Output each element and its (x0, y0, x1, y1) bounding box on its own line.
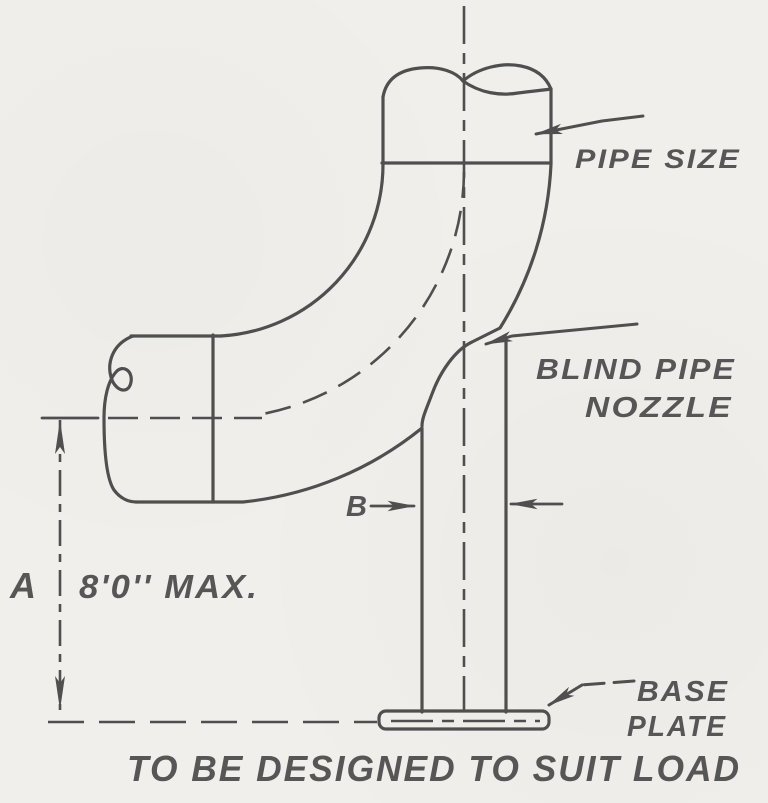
base-plate-label-line1: BASE (637, 676, 729, 708)
dimension-a-arrow-up (55, 420, 65, 454)
dimension-a (40, 416, 100, 710)
pipe-size-label: PIPE SIZE (575, 144, 741, 174)
elbow-inner-curve (219, 162, 385, 338)
base-plate-outline (377, 709, 551, 731)
elbow-outer-upper-curve (420, 162, 553, 428)
design-note: TO BE DESIGNED TO SUIT LOAD (127, 748, 741, 789)
blind-pipe-nozzle-label-line2: NOZZLE (585, 392, 733, 424)
dimension-b (369, 498, 564, 512)
elbow-centerline-arc (256, 171, 466, 417)
top-pipe-break (381, 63, 553, 99)
centerlines (48, 6, 540, 724)
dimension-a-value: 8'0'' MAX. (79, 568, 259, 605)
pipe-size-leader (534, 114, 645, 136)
blind-pipe-nozzle-label-line1: BLIND PIPE (536, 354, 736, 386)
base-plate-label-line2: PLATE (627, 711, 727, 743)
left-pipe-break (102, 334, 138, 504)
pipe-elbow-outline (102, 63, 553, 731)
leader-lines (484, 114, 645, 707)
dimension-a-letter: A (9, 565, 38, 606)
labels: PIPE SIZE BLIND PIPE NOZZLE BASE PLATE A… (9, 144, 741, 789)
base-plate-leader-arrow (547, 683, 584, 707)
blind-pipe-nozzle-leader (484, 322, 639, 346)
base-plate-leader-dashed (578, 679, 636, 687)
elbow-outer-lower-and-nozzle-left-edge (134, 426, 424, 714)
dimension-b-letter: B (346, 491, 369, 523)
dimension-a-arrow-down (55, 676, 65, 710)
